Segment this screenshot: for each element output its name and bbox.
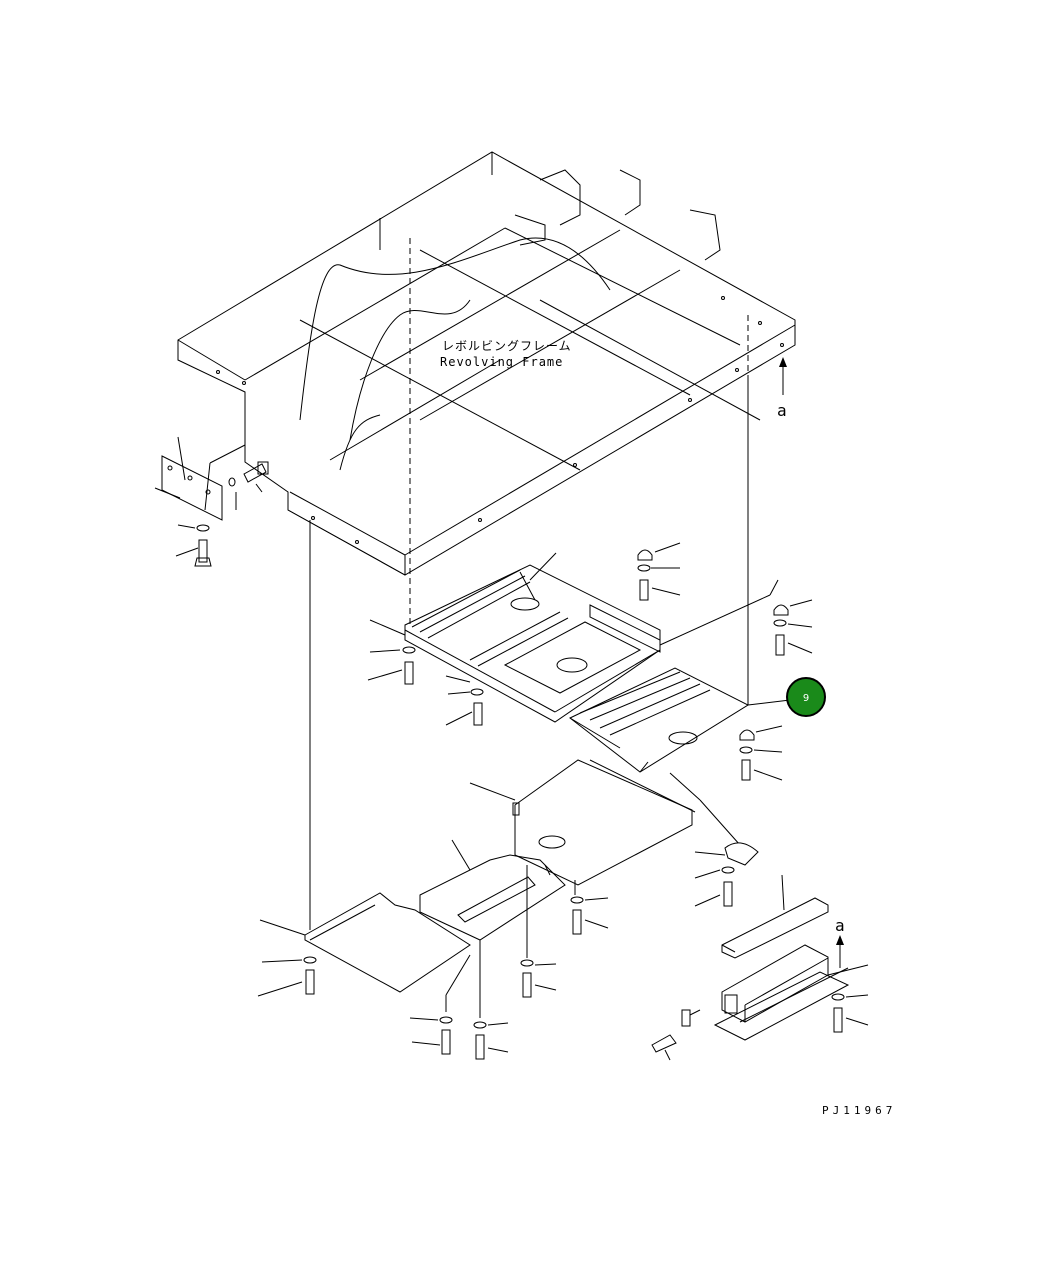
hardware-group [367,619,484,726]
callout-badge-label: 9 [803,693,809,704]
hardware-group [257,842,759,1060]
toolbox-assembly [651,874,869,1061]
view-marker-bottom: a [835,916,846,968]
revolving-frame [177,151,796,576]
callout-badge[interactable]: 9 [747,677,826,717]
lower-left-panel [259,892,471,993]
drawing-number: PJ11967 [822,1104,896,1117]
hardware-group [637,542,813,781]
frame-label-jp: レボルビングフレーム [442,339,572,353]
lower-center-panel [469,759,741,886]
lower-middle-panel [419,839,566,941]
center-floor-panel [404,552,661,723]
left-bracket [154,410,269,567]
right-floor-panel [569,667,750,773]
view-marker-top: a [777,357,788,420]
view-marker-label: a [835,916,846,935]
view-marker-label: a [777,401,788,420]
frame-label-en: Revolving Frame [440,355,563,369]
